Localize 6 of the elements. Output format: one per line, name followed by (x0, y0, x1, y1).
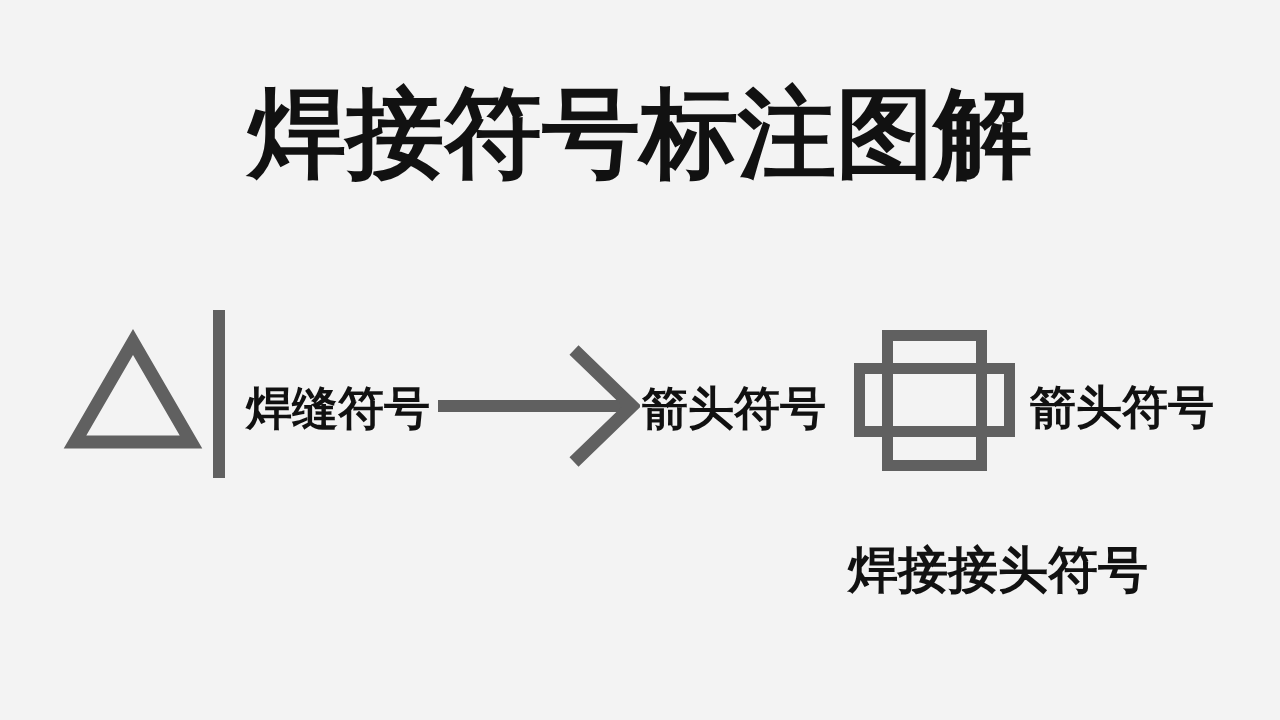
symbol-caption: 焊接接头符号 (848, 540, 1148, 600)
title: 焊接符号标注图解 (248, 76, 1032, 190)
symbol-label: 箭头符号 (1030, 380, 1214, 435)
symbol-label: 焊缝符号 (238, 380, 438, 436)
arrow (438, 343, 639, 469)
symbol-label: 箭头符号 (634, 380, 834, 436)
